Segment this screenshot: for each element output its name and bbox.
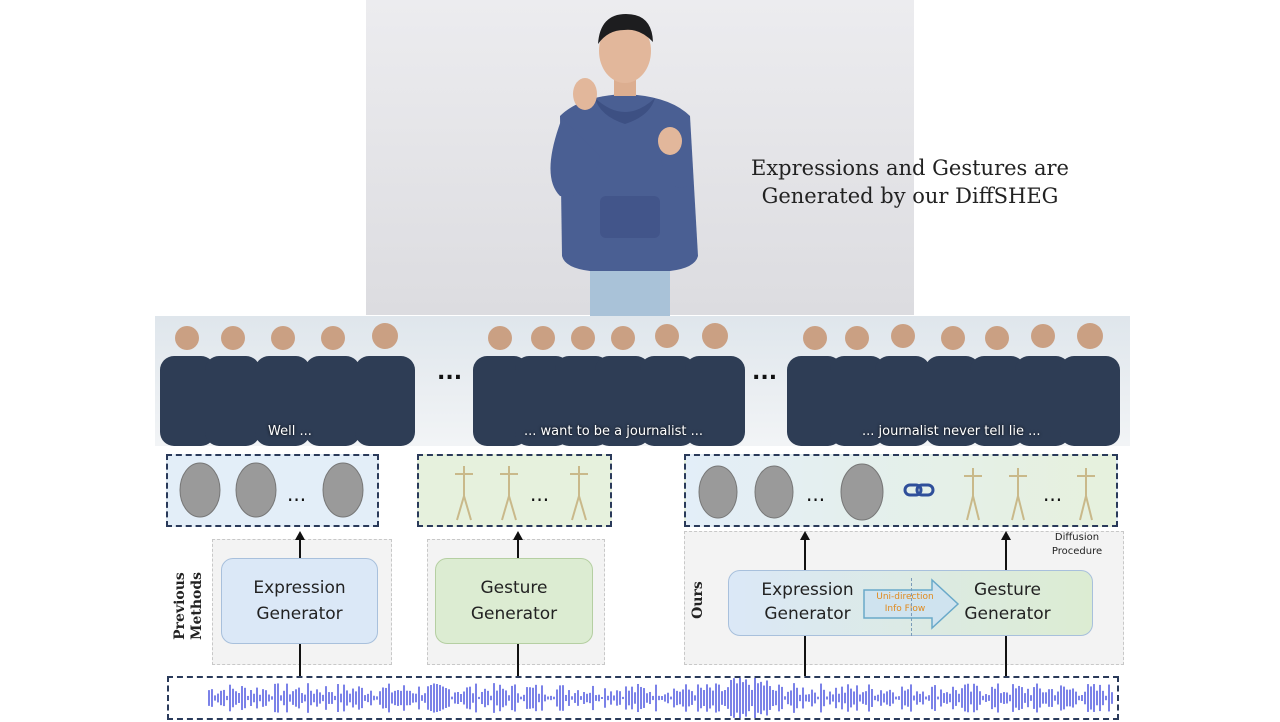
- uni-direction-label: Uni-direction Info Flow: [864, 591, 946, 615]
- ours-expr-line2: Generator: [764, 604, 851, 624]
- ours-output: [684, 454, 1118, 527]
- prev-ges-line2: Generator: [470, 604, 558, 624]
- arrow-line: [517, 540, 519, 558]
- hero-caption: Expressions and Gestures are Generated b…: [730, 154, 1090, 210]
- flow-divider: [911, 578, 912, 636]
- audio-waveform-icon: [208, 677, 1113, 719]
- previous-gesture-output: [417, 454, 612, 527]
- hero-caption-line1: Expressions and Gestures are: [751, 156, 1069, 180]
- audio-line: [517, 644, 519, 676]
- previous-gesture-generator: Gesture Generator: [435, 558, 593, 644]
- ours-label: Ours: [690, 581, 706, 619]
- previous-expression-output: [166, 454, 379, 527]
- hero-caption-line2: Generated by our DiffSHEG: [761, 184, 1059, 208]
- audio-line: [299, 644, 301, 676]
- face-mesh-icon: [698, 463, 1095, 521]
- audio-line: [1005, 636, 1007, 676]
- gesture-ellipsis: ...: [530, 482, 550, 506]
- face-mesh-icon: [179, 462, 364, 518]
- prev-expr-line1: Expression: [253, 578, 346, 598]
- arrow-up-icon: [800, 531, 810, 540]
- subtitle-2: ... want to be a journalist ...: [524, 424, 704, 439]
- arrow-line: [804, 540, 806, 570]
- ours-expr-line1: Expression: [761, 580, 854, 600]
- prev-ges-line1: Gesture: [480, 578, 548, 598]
- speaker-frames: [160, 323, 1120, 446]
- diffusion-line2: Procedure: [1051, 546, 1103, 557]
- link-icon: [903, 483, 935, 497]
- arrow-line: [1005, 540, 1007, 570]
- previous-label-line2: Methods: [189, 571, 205, 641]
- previous-methods-label: Previous Methods: [172, 571, 206, 641]
- flow-line2: Info Flow: [884, 604, 926, 614]
- audio-line: [804, 636, 806, 676]
- arrow-up-icon: [295, 531, 305, 540]
- diffusion-line1: Diffusion: [1054, 532, 1100, 543]
- strip-ellipsis-1: ...: [437, 360, 463, 385]
- ours-expression-generator: Expression Generator: [735, 578, 880, 626]
- diffusion-procedure-label: Diffusion Procedure: [1036, 531, 1118, 559]
- ours-expression-ellipsis: ...: [806, 482, 826, 506]
- ours-ges-line1: Gesture: [973, 580, 1041, 600]
- ours-gesture-ellipsis: ...: [1043, 482, 1063, 506]
- strip-ellipsis-2: ...: [752, 360, 778, 385]
- ours-ges-line2: Generator: [964, 604, 1051, 624]
- arrow-line: [299, 540, 301, 558]
- subtitle-3: ... journalist never tell lie ...: [862, 424, 1041, 439]
- subtitle-1: Well ...: [268, 424, 312, 439]
- arrow-up-icon: [1001, 531, 1011, 540]
- skeleton-icon: [455, 466, 588, 521]
- previous-expression-generator: Expression Generator: [221, 558, 378, 644]
- avatar-figure: [550, 14, 698, 316]
- prev-expr-line2: Generator: [256, 604, 343, 624]
- expression-ellipsis: ...: [287, 482, 307, 506]
- arrow-up-icon: [513, 531, 523, 540]
- ours-gesture-generator: Gesture Generator: [945, 578, 1070, 626]
- audio-input-box: [167, 676, 1119, 720]
- video-frame-strip: [155, 316, 1130, 446]
- previous-label-line1: Previous: [172, 572, 188, 640]
- flow-line1: Uni-direction: [876, 592, 934, 602]
